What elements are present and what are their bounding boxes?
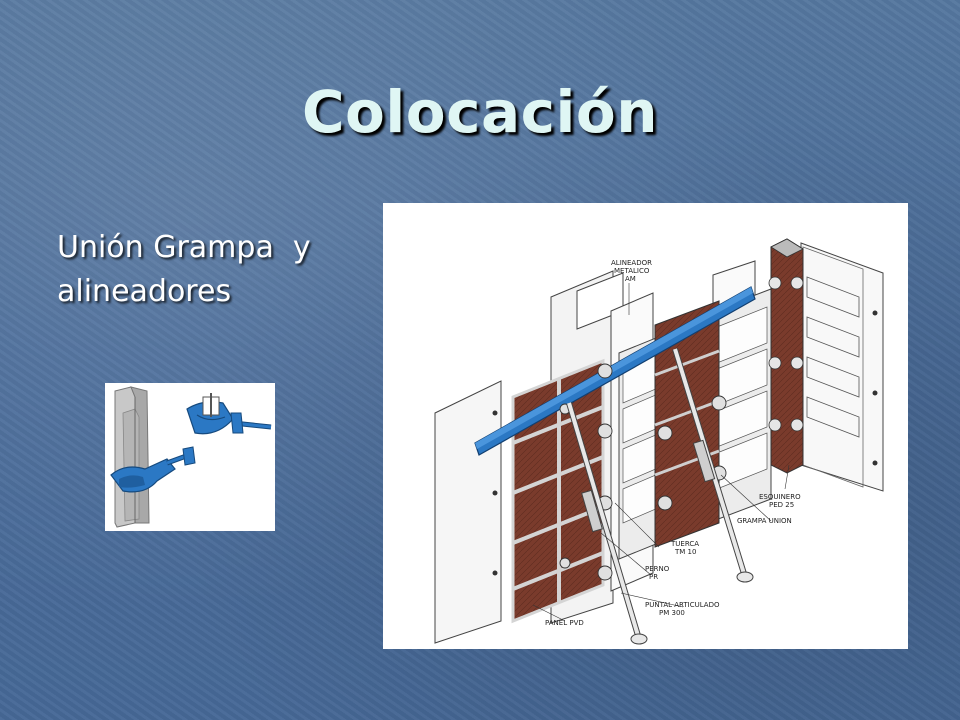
- label-tuerca-line2: TM 10: [674, 548, 696, 556]
- label-alineador-line1: ALINEADOR: [611, 259, 652, 267]
- label-grampa-union: GRAMPA UNION: [737, 517, 792, 525]
- right-panel-ribs: [806, 276, 860, 438]
- label-alineador-line2: METALICO: [614, 267, 650, 275]
- label-panel-pvd: PANEL PVD: [545, 619, 584, 627]
- bullet-line-1: Unión Grampa y: [57, 230, 311, 265]
- label-puntal-line1: PUNTAL ARTICULADO: [645, 601, 720, 609]
- label-alineador-line3: AM: [625, 275, 636, 283]
- clamp-photo: [105, 383, 275, 531]
- label-puntal-line2: PM 300: [659, 609, 685, 617]
- clamp-illustration: [110, 386, 272, 528]
- label-tuerca-line1: TUERCA: [670, 540, 699, 548]
- formwork-drawing: ALINEADOR METALICO AM ESQUINERO PED 25 G…: [434, 238, 884, 645]
- formwork-diagram: ALINEADOR METALICO AM ESQUINERO PED 25 G…: [383, 203, 908, 649]
- corner-clamps: [768, 276, 804, 432]
- bullet-line-2: alineadores: [57, 274, 232, 309]
- union-clamps: [559, 363, 727, 581]
- label-perno-line2: PR: [649, 573, 658, 581]
- label-esquinero-line2: PED 25: [769, 501, 794, 509]
- label-perno-line1: PERNO: [645, 565, 670, 573]
- label-esquinero-line1: ESQUINERO: [759, 493, 801, 501]
- bullet-text: Unión Grampa y alineadores: [57, 226, 357, 314]
- adjustable-props: [566, 348, 754, 645]
- slide-title: Colocación: [301, 78, 659, 146]
